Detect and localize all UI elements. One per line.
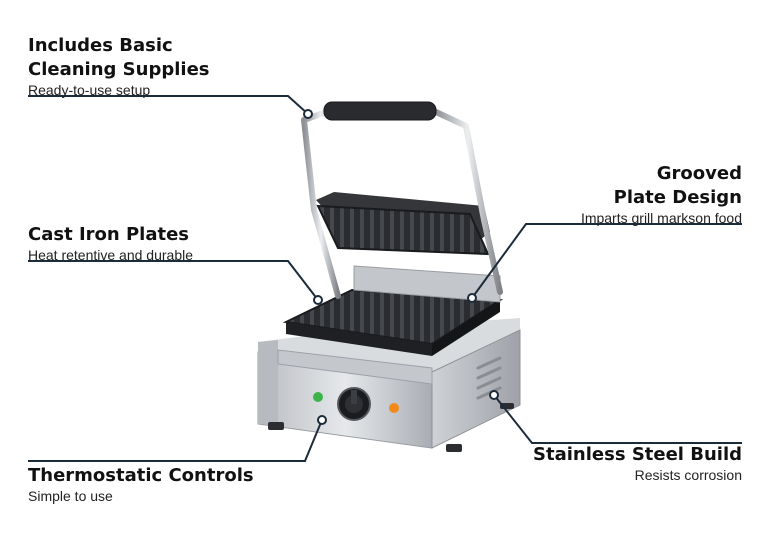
leader-endpoints: [303, 109, 499, 425]
orange-indicator-light: [389, 403, 399, 413]
callout-cast-iron-subtitle: Heat retentive and durable: [28, 247, 193, 263]
callout-thermostatic-title: Thermostatic Controls: [28, 465, 254, 486]
hinge-housing: [353, 265, 501, 303]
callout-grooved-title-line2: Plate Design: [613, 187, 742, 208]
thermostat-controls: [313, 387, 399, 421]
handle-grip: [323, 101, 437, 121]
endpoint-cast-iron: [313, 295, 323, 305]
callout-cleaning-title-line1: Includes Basic: [28, 35, 173, 56]
callout-cast-iron: Cast Iron Plates Heat retentive and dura…: [28, 223, 193, 263]
callout-thermostatic-subtitle: Simple to use: [28, 488, 113, 504]
leader-cleaning: [28, 95, 309, 115]
callout-cleaning-title-line2: Cleaning Supplies: [28, 59, 210, 80]
upper-grill-plate: [316, 192, 490, 256]
green-indicator-light: [313, 392, 323, 402]
callout-cleaning-subtitle: Ready-to-use setup: [28, 82, 151, 98]
callout-grooved: Grooved Plate Design Imparts grill marks…: [581, 162, 742, 226]
handle-arms: [301, 109, 503, 299]
leader-stainless: [493, 394, 742, 444]
leader-grooved: [471, 223, 742, 299]
endpoint-stainless: [489, 390, 499, 400]
callout-thermostatic: Thermostatic Controls Simple to use: [28, 464, 254, 504]
leader-thermostatic: [28, 419, 323, 462]
callout-cleaning: Includes Basic Cleaning Supplies Ready-t…: [28, 34, 210, 98]
callout-stainless-subtitle: Resists corrosion: [634, 467, 742, 483]
endpoint-grooved: [467, 293, 477, 303]
endpoint-thermostatic: [317, 415, 327, 425]
endpoint-cleaning: [303, 109, 313, 119]
callout-grooved-title-line1: Grooved: [656, 163, 742, 184]
callout-stainless: Stainless Steel Build Resists corrosion: [533, 443, 742, 483]
callout-cast-iron-title: Cast Iron Plates: [28, 224, 189, 245]
callout-stainless-title: Stainless Steel Build: [533, 444, 742, 465]
leader-lines: [28, 95, 742, 462]
leader-cast-iron: [28, 260, 319, 301]
callout-grooved-subtitle: Imparts grill markson food: [580, 210, 742, 226]
grill-base: [257, 318, 521, 452]
